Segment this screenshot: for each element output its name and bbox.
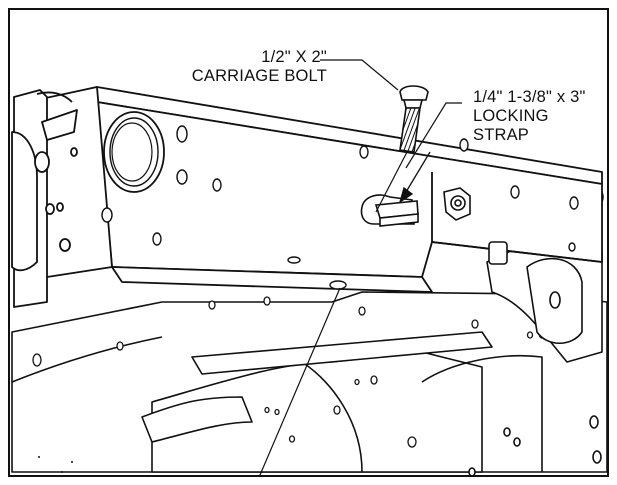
locking-strap-label-2: STRAP [473, 126, 530, 144]
strap-slot [360, 194, 419, 227]
strap-arrow [398, 151, 431, 204]
rect-slot [488, 241, 508, 265]
left-upright-bracket [11, 89, 78, 308]
main-frame-rail [26, 86, 603, 293]
frame-assembly-drawing [11, 59, 607, 475]
locking-strap-label-1: LOCKING [473, 107, 549, 125]
leader-lines [259, 59, 462, 475]
right-bracket [468, 190, 604, 475]
carriage-bolt [375, 85, 429, 213]
carriage-bolt-label: CARRIAGE BOLT [191, 67, 327, 85]
lower-crossmember [11, 291, 607, 473]
rail-round-boss [101, 111, 579, 252]
carriage-bolt-callout: 1/2" X 2" CARRIAGE BOLT [142, 48, 327, 86]
diagram-frame: 1/2" X 2" CARRIAGE BOLT 1/4" 1-3/8" x 3"… [8, 8, 609, 477]
guide-dots [38, 456, 73, 473]
locking-strap-size: 1/4" 1-3/8" x 3" [473, 88, 586, 106]
hex-nut [443, 187, 471, 221]
bottom-flange-hole [287, 256, 347, 290]
locking-strap-callout: 1/4" 1-3/8" x 3" LOCKING STRAP [473, 88, 586, 145]
carriage-bolt-size: 1/2" X 2" [261, 48, 327, 66]
lower-holes [32, 296, 546, 448]
